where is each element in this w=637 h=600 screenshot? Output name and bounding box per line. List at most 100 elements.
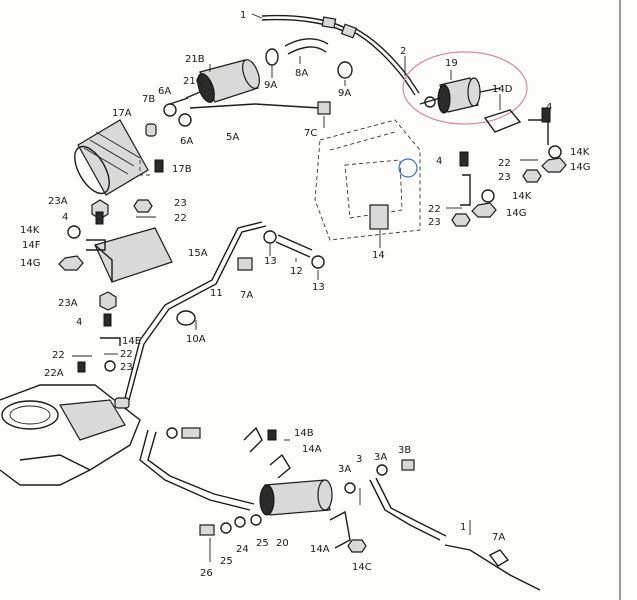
bolt-4-left-top: [95, 211, 104, 225]
fuel-tank-outline: [314, 119, 421, 241]
callout-14-upper: 14: [372, 250, 385, 261]
tray-15a: [94, 227, 173, 283]
fuel-filter-20: [259, 479, 333, 516]
bracket-4-upper-right: [528, 107, 551, 145]
callout-14a-upper: 14A: [302, 444, 322, 455]
bracket-7c: [317, 101, 331, 115]
fuel-line-lower-a: [139, 429, 251, 511]
bracket-14e: [100, 337, 121, 346]
fuel-line-3-b: [375, 477, 447, 537]
hose-12-a: [277, 234, 313, 251]
nut-23-mid: [451, 213, 471, 227]
fuel-filter-19: [419, 77, 501, 114]
accumulator-17a: [74, 119, 149, 196]
callout-2: 2: [400, 46, 406, 57]
callout-12: 12: [290, 266, 303, 277]
callout-23-left: 23: [174, 198, 187, 209]
callout-23a-upper-left: 23A: [48, 196, 68, 207]
callout-6a-lower: 6A: [180, 136, 193, 147]
callout-14g-mid: 14G: [506, 208, 526, 219]
callout-14a-lower: 14A: [310, 544, 330, 555]
callout-14k-upper: 14K: [570, 147, 590, 158]
bracket-7a-mid: [237, 257, 253, 271]
callout-24: 24: [236, 544, 249, 555]
leader-lines: [195, 13, 501, 562]
banjo-bolt-3b: [401, 459, 415, 471]
callout-17b: 17B: [172, 164, 192, 175]
leader-17b: [139, 160, 152, 176]
callout-14b: 14B: [294, 428, 314, 439]
callout-14g-upper: 14G: [570, 162, 590, 173]
nut-14c: [347, 539, 367, 553]
banjo-bolt-lower: [181, 427, 201, 439]
nut-23-left: [133, 199, 153, 213]
part-6a-upper: [163, 103, 177, 117]
callout-7c: 7C: [304, 128, 317, 139]
callout-4-left-lower: 4: [76, 317, 82, 328]
callout-21c: 21C: [183, 76, 203, 87]
highlight-circle-blue: [398, 158, 418, 178]
bolt-26: [199, 524, 215, 536]
washer-23-left-low: [104, 360, 116, 372]
callout-14f: 14F: [22, 240, 41, 251]
callout-22-upper: 22: [498, 158, 511, 169]
callout-22-mid: 22: [428, 204, 441, 215]
callout-14g-left: 14G: [20, 258, 40, 269]
washer-24: [234, 516, 246, 528]
washer-14k-left: [67, 225, 81, 239]
bolt-17b: [154, 159, 164, 173]
nut-23-upper: [522, 169, 542, 183]
callout-22-left: 22: [174, 213, 187, 224]
callout-4-left-upper: 4: [62, 212, 68, 223]
callout-14c: 14C: [352, 562, 372, 573]
callout-25-left: 25: [220, 556, 233, 567]
clamp-13-right: [311, 255, 325, 269]
fuel-line-1-lower: [444, 544, 541, 591]
highlight-circle-pink: [402, 51, 528, 125]
callout-3: 3: [356, 454, 362, 465]
bracket-14f: [86, 239, 106, 251]
bracket-14b-left: [243, 426, 263, 453]
fuel-line-11-a: [124, 221, 263, 399]
callout-13-right: 13: [312, 282, 325, 293]
callout-14k-left: 14K: [20, 225, 40, 236]
hose-8a: [284, 38, 329, 55]
callout-11: 11: [210, 288, 223, 299]
callout-14k-mid: 14K: [512, 191, 532, 202]
callout-7b: 7B: [142, 94, 155, 105]
hose-12-b: [275, 241, 311, 258]
callout-7a-lower: 7A: [492, 532, 505, 543]
part-6a-lower: [178, 113, 192, 127]
clamp-9a-upper: [265, 48, 279, 66]
callout-23-upper: 23: [498, 172, 511, 183]
callout-6a-upper: 6A: [158, 86, 171, 97]
clamp-9a-right: [337, 61, 353, 79]
callout-9a-left: 9A: [264, 80, 277, 91]
callout-20: 20: [276, 538, 289, 549]
callout-3a-right: 3A: [374, 452, 387, 463]
nut-14g-upper: [541, 157, 567, 173]
callout-7a-mid: 7A: [240, 290, 253, 301]
washer-3a-left: [344, 482, 356, 494]
clamp-13-left: [263, 230, 277, 244]
callout-17a: 17A: [112, 108, 132, 119]
nut-14g-mid: [471, 202, 497, 218]
callout-14e: 14E: [122, 336, 141, 347]
callout-1-top: 1: [240, 10, 246, 21]
callout-22-lower-left-b: 22: [120, 349, 133, 360]
bolt-22a: [77, 361, 86, 373]
washer-lower-a: [166, 427, 178, 439]
callout-8a: 8A: [295, 68, 308, 79]
washer-25-right: [250, 514, 262, 526]
bracket-4-mid-right: [459, 151, 471, 206]
callout-9a-right: 9A: [338, 88, 351, 99]
nut-14g-left: [58, 255, 84, 271]
part-7b: [145, 123, 157, 137]
callout-22-lower-left-a: 22: [52, 350, 65, 361]
callout-15a: 15A: [188, 248, 208, 259]
callout-23a-lower-left: 23A: [58, 298, 78, 309]
bracket-14a-upper: [269, 453, 291, 479]
washer-3a-right: [376, 464, 388, 476]
